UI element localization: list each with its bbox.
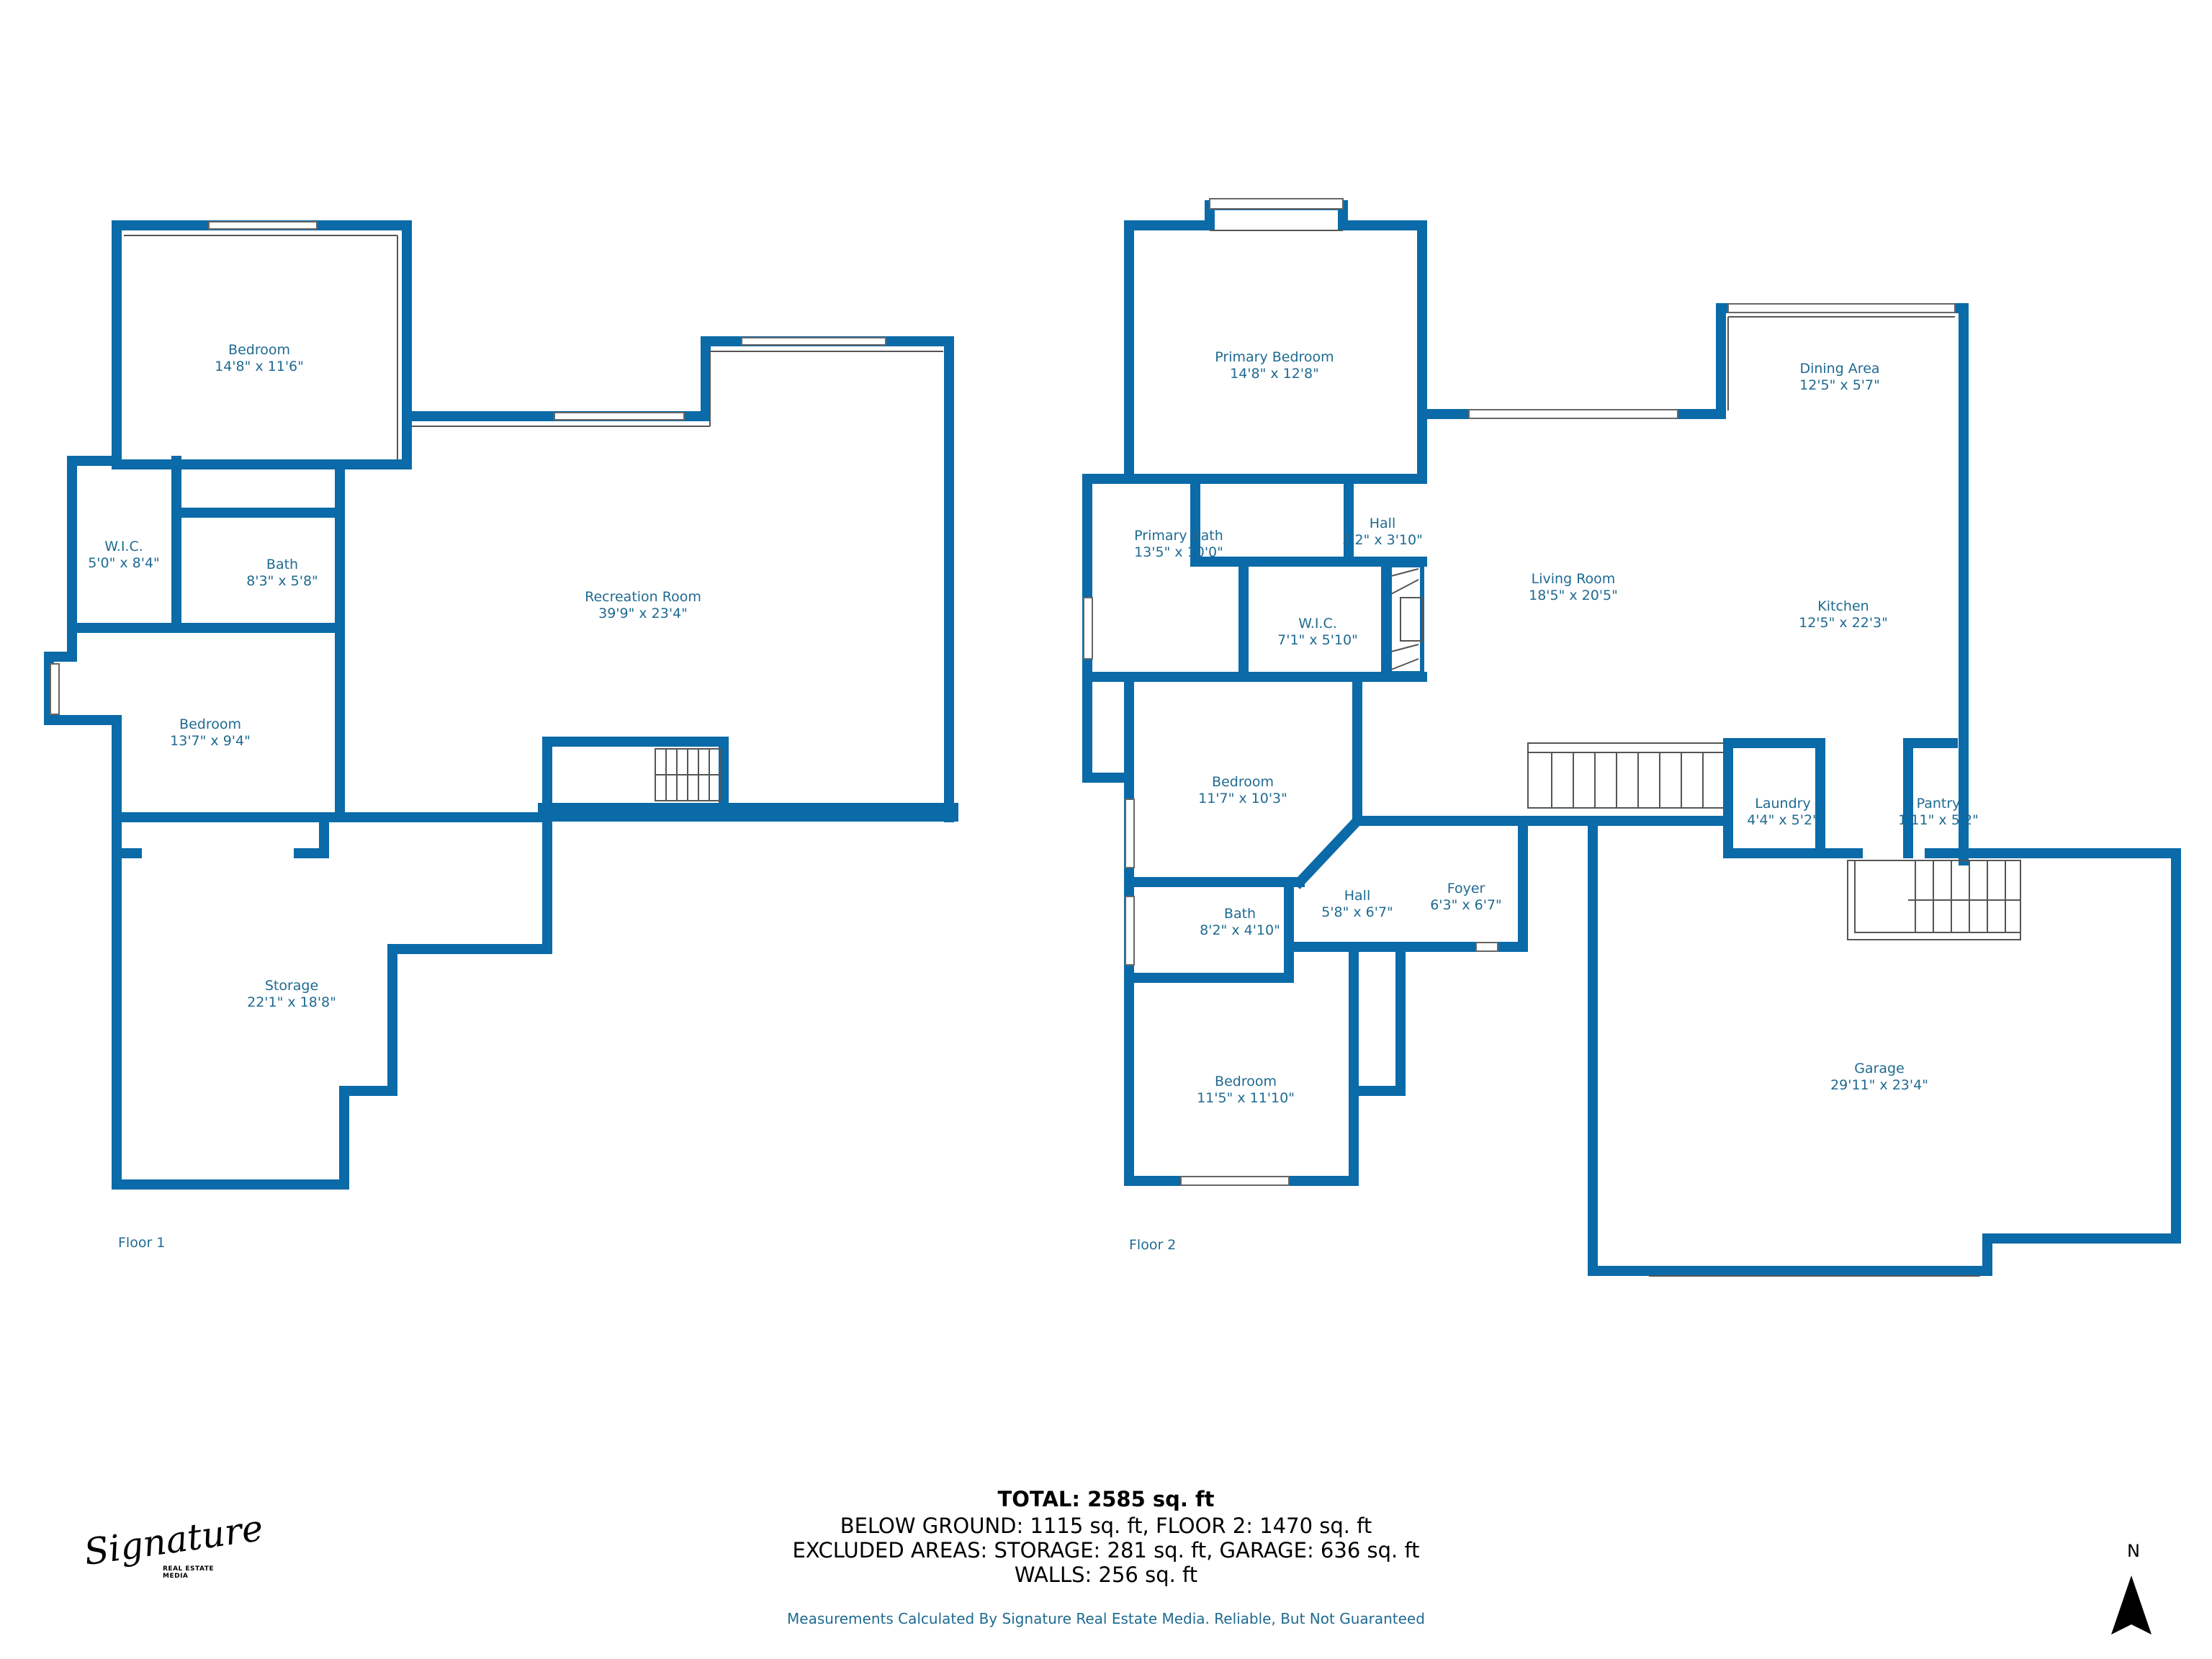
room-dim: 5'0" x 8'4" [88, 555, 160, 571]
room-name: Primary Bath [1134, 528, 1223, 544]
window-f2-bedroom-mid [1125, 799, 1135, 868]
room-name: Hall [1344, 888, 1371, 904]
floor-2-plan [1082, 198, 2181, 1277]
room-name: Recreation Room [585, 589, 701, 605]
walls-area: WALLS: 256 sq. ft [1014, 1563, 1198, 1587]
f2-labels: Primary Bedroom 14'8" x 12'8" Dining Are… [1129, 349, 1979, 1253]
floor-2-label: Floor 2 [1129, 1237, 1176, 1253]
window-f1-rec-1 [554, 412, 685, 421]
window-f1-bedroom-top [208, 221, 318, 230]
room-dim: 13'5" x 10'0" [1134, 544, 1223, 560]
window-f2-bath [1125, 896, 1135, 966]
room-name: Bedroom [179, 716, 241, 732]
room-dim: 39'9" x 23'4" [598, 606, 688, 621]
room-name: Bedroom [228, 342, 290, 358]
floor-1-label: Floor 1 [118, 1235, 165, 1251]
room-dim: 14'8" x 12'8" [1230, 366, 1319, 382]
fireplace [1388, 563, 1424, 675]
window-f1-bedroom-lower [50, 663, 60, 715]
room-dim: 6'3" x 6'7" [1430, 897, 1502, 913]
room-dim: 4'4" x 5'2" [1747, 812, 1819, 828]
room-name: Primary Bedroom [1215, 349, 1334, 365]
room-name: Hall [1370, 516, 1396, 531]
wall-f2-living-top [1417, 303, 1969, 866]
window-f2-dining [1727, 303, 1956, 313]
room-dim: 18'5" x 20'5" [1529, 588, 1618, 603]
window-f1-rec-2 [741, 337, 886, 346]
wall-f2-bedroom-mid [1082, 672, 1134, 887]
wall-f1-storage [112, 812, 552, 1190]
stairs-garage [1847, 860, 2021, 940]
total-area: TOTAL: 2585 sq. ft [997, 1487, 1215, 1511]
room-dim: 12'5" x 22'3" [1799, 615, 1888, 631]
room-name: W.I.C. [104, 539, 143, 554]
room-name: W.I.C. [1298, 616, 1337, 631]
north-arrow-icon [2111, 1575, 2152, 1635]
room-name: Bath [1224, 906, 1256, 922]
wall-f2-garage [1588, 816, 2181, 1276]
room-dim: 13'7" x 9'4" [170, 733, 251, 749]
room-dim: 12'5" x 5'7" [1799, 377, 1880, 393]
room-name: Kitchen [1817, 598, 1869, 614]
wall-f1-bedroom-lower [44, 623, 552, 822]
wall-f2-primary-bath [1082, 474, 1134, 783]
signature-logo: Signature REAL ESTATE MEDIA [78, 1507, 266, 1591]
room-name: Foyer [1447, 881, 1485, 896]
room-dim: 29'11" x 23'4" [1830, 1077, 1928, 1093]
window-f2-foyer [1475, 942, 1498, 952]
wall-f2-primary-bedroom [1124, 200, 1427, 484]
room-dim: 22'1" x 18'8" [247, 994, 336, 1010]
room-name: Living Room [1532, 571, 1616, 587]
room-name: Storage [265, 978, 318, 994]
room-dim: 8'3" x 5'8" [246, 573, 318, 589]
room-dim: 5'2" x 3'10" [1342, 532, 1423, 548]
room-name: Laundry [1755, 796, 1810, 811]
wall-f1-stair [542, 737, 729, 817]
window-f2-bedroom-bottom [1180, 1176, 1290, 1186]
window-f2-living [1468, 409, 1678, 419]
wall-f2-laundry [1723, 738, 1825, 858]
window-f2-primary-bath [1083, 597, 1093, 660]
room-name: Bath [266, 557, 298, 572]
stairs-f1 [655, 748, 721, 801]
room-name: Garage [1854, 1061, 1905, 1076]
room-name: Bedroom [1215, 1074, 1277, 1089]
compass-label: N [2127, 1541, 2140, 1561]
disclaimer: Measurements Calculated By Signature Rea… [787, 1610, 1425, 1627]
room-name: Dining Area [1799, 361, 1879, 377]
room-dim: 8'2" x 4'10" [1200, 922, 1280, 938]
room-dim: 14'8" x 11'6" [215, 359, 304, 374]
north-compass: N [2103, 1541, 2160, 1642]
room-dim: 5'8" x 6'7" [1321, 904, 1393, 920]
room-name: Bedroom [1212, 774, 1274, 790]
f1-labels: Bedroom 14'8" x 11'6" W.I.C. 5'0" x 8'4"… [88, 342, 701, 1251]
floor-1-plan [44, 220, 958, 1190]
logo-subtitle: REAL ESTATE MEDIA [163, 1565, 215, 1580]
room-dim: 7'1" x 5'10" [1277, 632, 1358, 648]
wall-f2-pantry [1903, 738, 1958, 858]
room-name: Pantry [1917, 796, 1961, 811]
room-dim: 11'5" x 11'10" [1197, 1090, 1295, 1106]
stairs-f2 [1527, 742, 1729, 809]
room-dim: 1'11" x 5'2" [1898, 812, 1979, 828]
excluded-areas: EXCLUDED AREAS: STORAGE: 281 sq. ft, GAR… [792, 1538, 1420, 1563]
room-dim: 11'7" x 10'3" [1198, 791, 1287, 806]
window-f2-primary-bedroom [1209, 198, 1344, 210]
area-breakdown: BELOW GROUND: 1115 sq. ft, FLOOR 2: 1470… [840, 1514, 1372, 1538]
